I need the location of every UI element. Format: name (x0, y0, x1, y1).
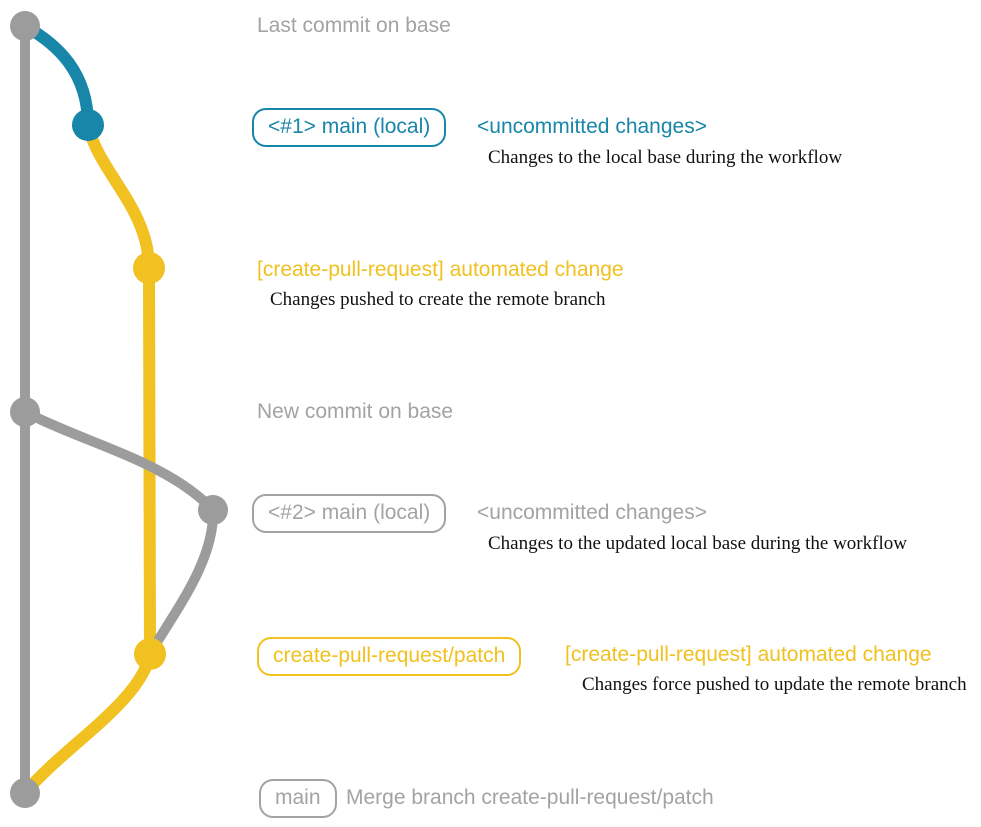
label-last-commit-on-base: Last commit on base (257, 14, 451, 37)
tag-uncommitted-changes-1: <uncommitted changes> (477, 115, 707, 138)
desc-force-pushed-update-branch: Changes force pushed to update the remot… (582, 674, 967, 695)
commit-graph (10, 11, 228, 808)
patch-merge-curve (19, 648, 156, 799)
desc-local-base-changes: Changes to the local base during the wor… (488, 147, 843, 168)
main-local-2-rebase-curve (145, 505, 219, 659)
badge-main-local-1: <#1> main (local) (252, 108, 447, 147)
desc-pushed-to-create-branch: Changes pushed to create the remote bran… (270, 289, 606, 310)
commit-node-main-local-2 (198, 495, 228, 525)
commit-node-merge (10, 778, 40, 808)
main-local-1-branch-out-curve (19, 20, 94, 131)
patch-branch-out-curve (82, 119, 155, 274)
commit-node-automated-change-1 (133, 252, 165, 284)
main-local-2-branch-out-curve (20, 407, 218, 515)
commit-node-automated-change-2 (134, 638, 166, 670)
badge-create-pull-request-patch: create-pull-request/patch (257, 637, 522, 676)
commit-node-main-local-1 (72, 109, 104, 141)
commit-node-new-commit-on-base (10, 397, 40, 427)
badge-main-local-2: <#2> main (local) (252, 494, 447, 533)
badge-main: main (259, 779, 337, 818)
desc-updated-local-base-changes: Changes to the updated local base during… (488, 533, 907, 554)
tag-automated-change-2: [create-pull-request] automated change (565, 643, 932, 666)
tag-uncommitted-changes-2: <uncommitted changes> (477, 501, 707, 524)
tag-automated-change-1: [create-pull-request] automated change (257, 258, 624, 281)
commit-node-last-commit-on-base (10, 11, 40, 41)
label-new-commit-on-base: New commit on base (257, 400, 454, 423)
label-merge-branch: Merge branch create-pull-request/patch (346, 786, 714, 809)
